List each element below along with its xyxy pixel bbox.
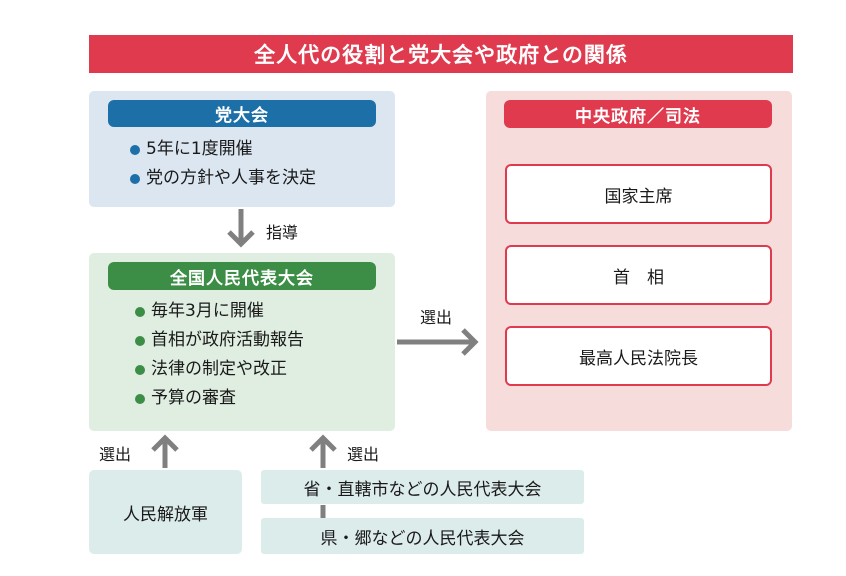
bullet-dot-icon bbox=[135, 393, 145, 404]
list-item: 毎年3月に開催 bbox=[135, 297, 304, 326]
list-item-text: 首相が政府活動報告 bbox=[151, 330, 304, 350]
bullet-dot-icon bbox=[135, 364, 145, 375]
party-congress-header: 党大会 bbox=[108, 100, 376, 127]
list-item: 党の方針や人事を決定 bbox=[130, 164, 316, 193]
bullet-dot-icon bbox=[135, 335, 145, 346]
list-item: 予算の審査 bbox=[135, 384, 304, 413]
provincial-congress-box: 省・直轄市などの人民代表大会 bbox=[261, 470, 584, 504]
list-item-text: 法律の制定や改正 bbox=[151, 359, 287, 379]
guidance-arrow-icon bbox=[227, 209, 255, 248]
court-president-box: 最高人民法院長 bbox=[505, 326, 772, 386]
government-header: 中央政府／司法 bbox=[504, 100, 772, 128]
provincial-election-label: 選出 bbox=[347, 445, 380, 464]
list-item: 法律の制定や改正 bbox=[135, 355, 304, 384]
election-label-right: 選出 bbox=[420, 308, 453, 327]
election-arrow-right-icon bbox=[397, 328, 479, 356]
pla-election-arrow-icon bbox=[151, 434, 179, 468]
diagram-title: 全人代の役割と党大会や政府との関係 bbox=[89, 35, 793, 73]
guidance-label: 指導 bbox=[266, 223, 299, 242]
list-item-text: 党の方針や人事を決定 bbox=[146, 168, 316, 188]
provincial-election-arrow-icon bbox=[309, 434, 337, 468]
pla-election-label: 選出 bbox=[99, 445, 132, 464]
president-box: 国家主席 bbox=[505, 164, 772, 224]
bullet-dot-icon bbox=[135, 306, 145, 317]
bullet-dot-icon bbox=[130, 173, 140, 184]
npc-header: 全国人民代表大会 bbox=[108, 262, 376, 290]
party-congress-list: 5年に1度開催 党の方針や人事を決定 bbox=[130, 135, 316, 193]
list-item: 5年に1度開催 bbox=[130, 135, 316, 164]
list-item: 首相が政府活動報告 bbox=[135, 326, 304, 355]
county-congress-box: 県・郷などの人民代表大会 bbox=[261, 518, 584, 554]
bullet-dot-icon bbox=[130, 144, 140, 155]
list-item-text: 予算の審査 bbox=[151, 388, 236, 408]
npc-list: 毎年3月に開催 首相が政府活動報告 法律の制定や改正 予算の審査 bbox=[135, 297, 304, 413]
list-item-text: 毎年3月に開催 bbox=[151, 301, 264, 321]
premier-box: 首 相 bbox=[505, 245, 772, 305]
pla-box: 人民解放軍 bbox=[89, 470, 242, 554]
list-item-text: 5年に1度開催 bbox=[146, 139, 253, 159]
